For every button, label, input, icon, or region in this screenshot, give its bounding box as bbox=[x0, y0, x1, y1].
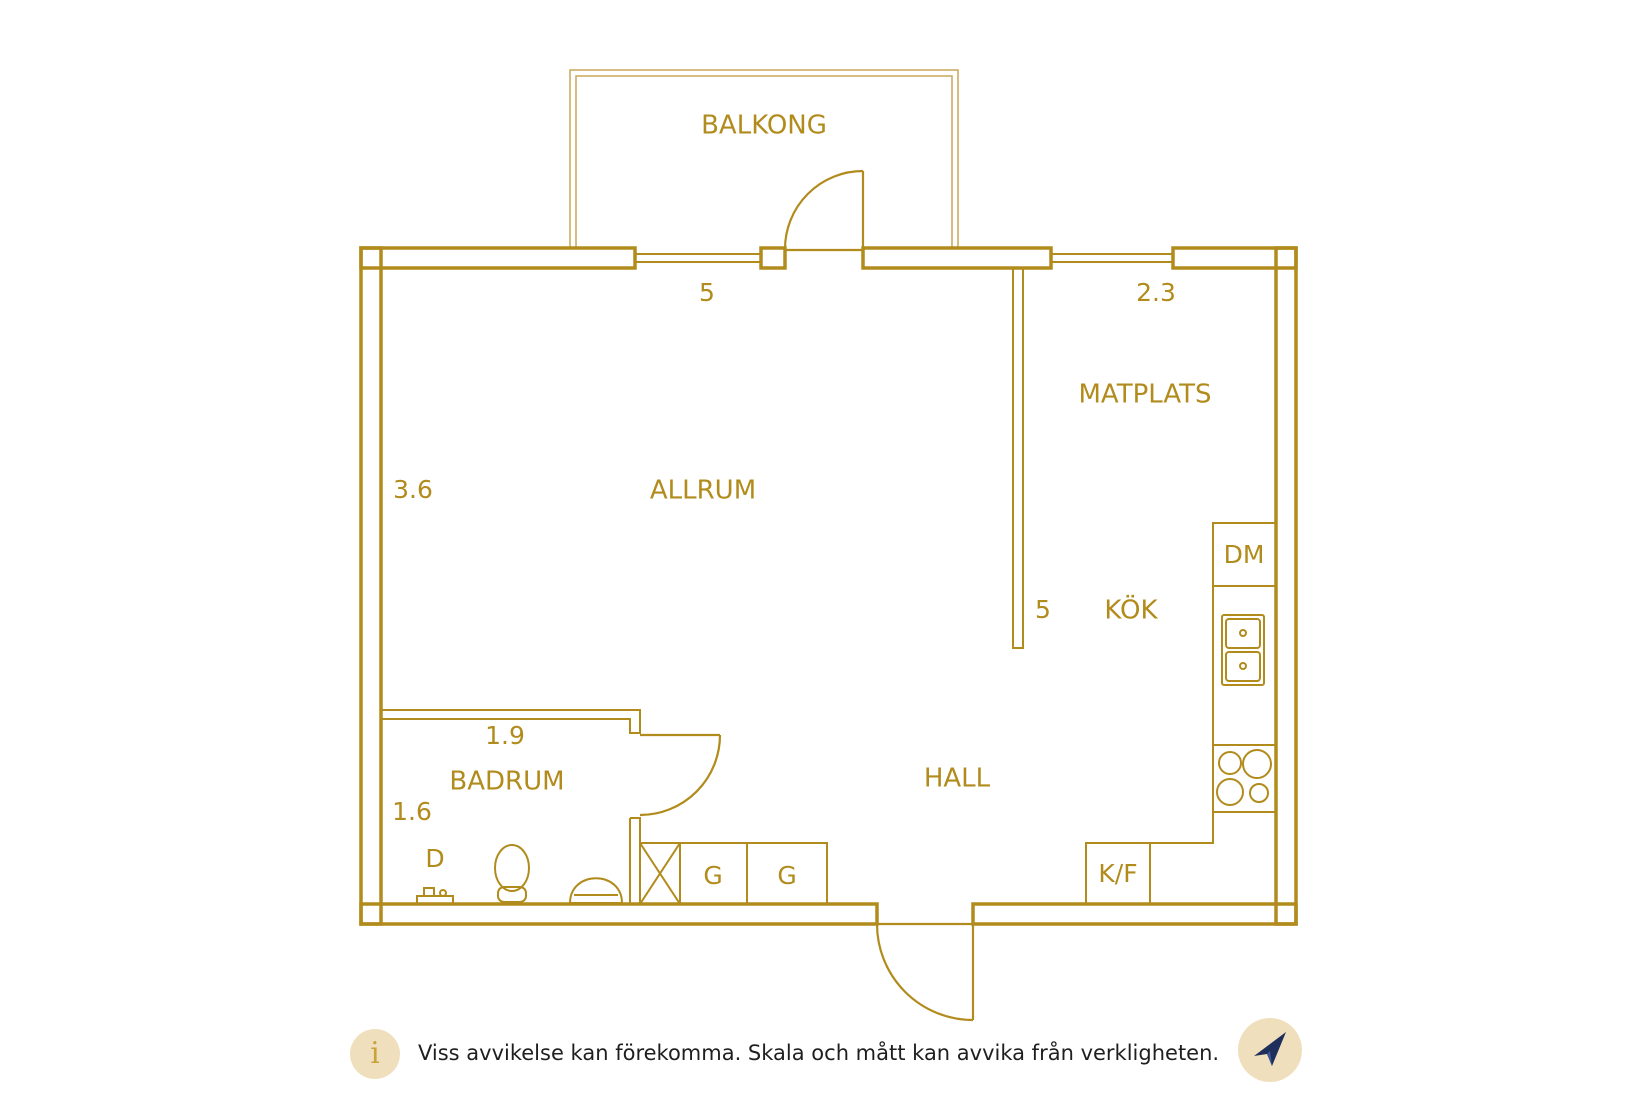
balcony-door bbox=[783, 169, 865, 252]
bathroom-walls bbox=[381, 709, 722, 905]
sink-icon bbox=[1221, 614, 1265, 686]
fixture-label-fridge-freezer: K/F bbox=[1098, 859, 1137, 888]
dimension-dining-width: 2.3 bbox=[1136, 278, 1176, 307]
dimension-living-depth: 3.6 bbox=[393, 475, 433, 504]
room-label-dining: MATPLATS bbox=[1079, 380, 1212, 410]
entrance-door bbox=[875, 922, 975, 1022]
room-label-kitchen: KÖK bbox=[1104, 594, 1158, 626]
dimension-living-width: 5 bbox=[699, 278, 715, 307]
toilet-icon bbox=[494, 844, 530, 903]
floor-drain-icon bbox=[416, 887, 454, 905]
compass-icon bbox=[1238, 1018, 1302, 1082]
outer-walls bbox=[359, 246, 1298, 926]
fixture-label-wardrobe: G bbox=[703, 861, 722, 890]
compass-needle-icon bbox=[1254, 1032, 1286, 1066]
dimension-bathroom-depth: 1.6 bbox=[392, 797, 432, 826]
wardrobes bbox=[639, 842, 828, 905]
room-label-living: ALLRUM bbox=[650, 476, 756, 506]
fixture-label-dishwasher: DM bbox=[1224, 540, 1265, 569]
partition-wall bbox=[1012, 267, 1024, 649]
fixture-label-wardrobe: G bbox=[777, 861, 796, 890]
disclaimer-text: Viss avvikelse kan förekomma. Skala och … bbox=[418, 1041, 1220, 1065]
balcony-area bbox=[569, 69, 959, 248]
windows bbox=[635, 253, 1173, 263]
room-label-balcony: BALKONG bbox=[701, 111, 827, 141]
room-label-bathroom: BADRUM bbox=[449, 767, 564, 797]
info-icon: i bbox=[350, 1029, 400, 1079]
kitchen-counter bbox=[1085, 522, 1276, 904]
stove-icon bbox=[1216, 749, 1272, 806]
fixture-label-washer: D bbox=[425, 844, 444, 873]
dimension-kitchen-length: 5 bbox=[1035, 595, 1051, 624]
dimension-bathroom-width: 1.9 bbox=[485, 721, 525, 750]
disclaimer-notice: i Viss avvikelse kan förekomma. Skala oc… bbox=[350, 1025, 1310, 1085]
washbasin-icon bbox=[568, 877, 624, 904]
room-label-hall: HALL bbox=[924, 764, 991, 794]
